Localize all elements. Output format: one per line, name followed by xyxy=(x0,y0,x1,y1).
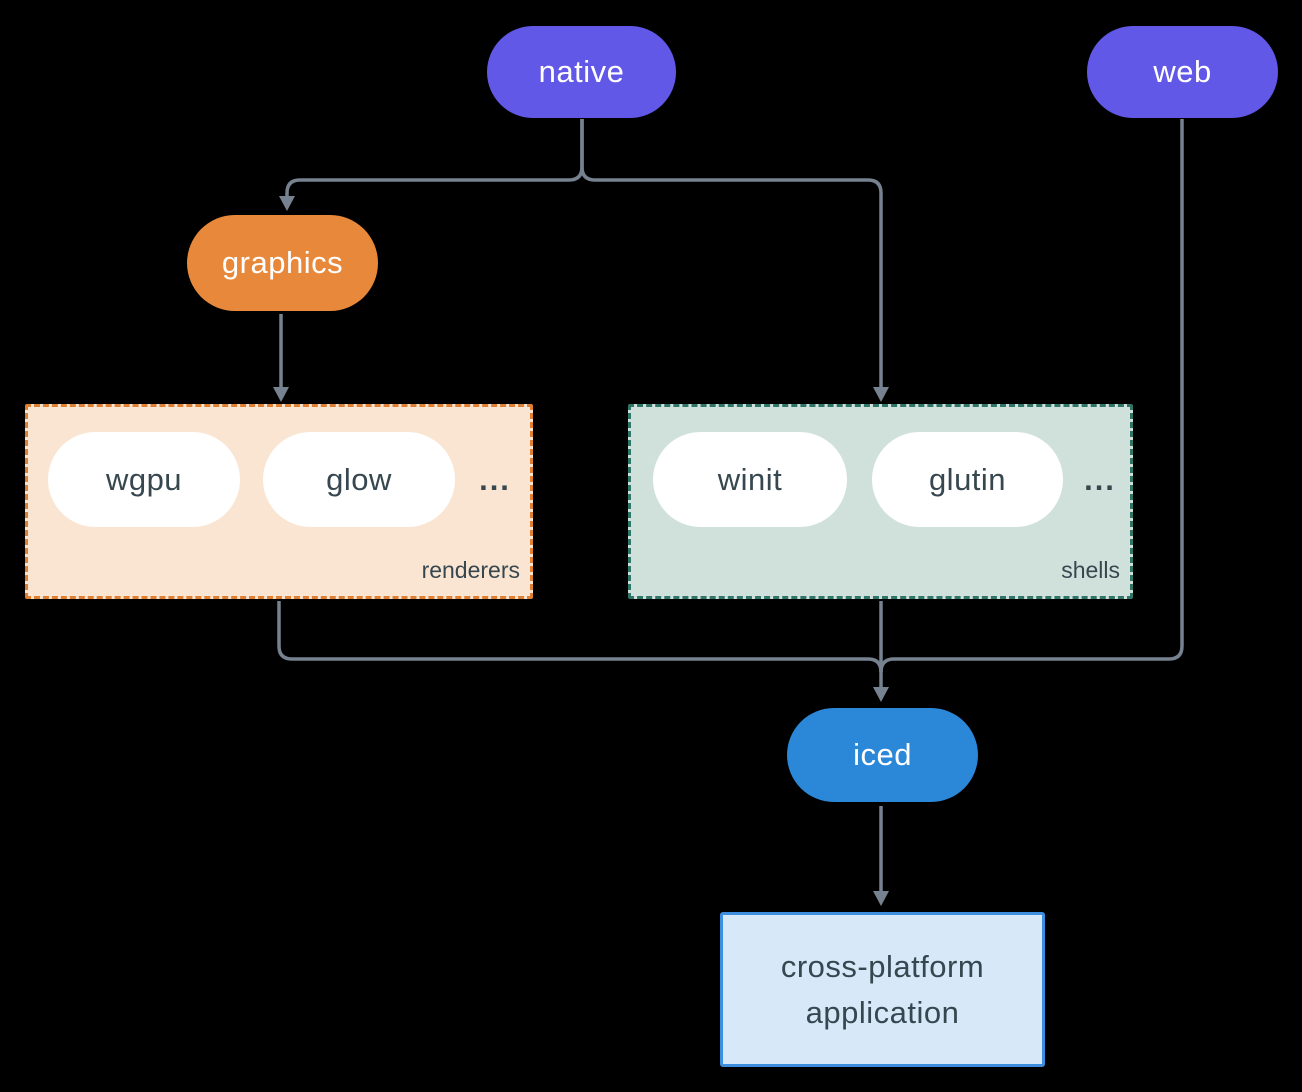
node-native[interactable]: native xyxy=(487,26,676,118)
edge-renderers-iced xyxy=(277,601,883,673)
edge-native-graphics xyxy=(285,119,584,197)
arrowhead-renderers xyxy=(273,387,289,402)
application-label-line2: application xyxy=(805,994,960,1030)
renderers-group-label: renderers xyxy=(421,557,520,583)
node-glutin-label: glutin xyxy=(928,461,1007,497)
node-wgpu[interactable]: wgpu xyxy=(48,432,240,527)
node-wgpu-label: wgpu xyxy=(105,461,183,497)
node-native-label: native xyxy=(538,54,625,89)
node-glow[interactable]: glow xyxy=(263,432,455,527)
node-iced-label: iced xyxy=(853,737,912,772)
renderers-ellipsis: ... xyxy=(479,461,511,497)
arrowhead-shells xyxy=(873,387,889,402)
group-shells: winit glutin ... shells xyxy=(628,404,1133,599)
node-web-label: web xyxy=(1153,54,1212,89)
node-iced[interactable]: iced xyxy=(787,708,978,802)
shells-ellipsis: ... xyxy=(1084,461,1116,497)
node-web[interactable]: web xyxy=(1087,26,1278,118)
group-renderers: wgpu glow ... renderers xyxy=(25,404,533,599)
shells-group-label: shells xyxy=(1061,557,1120,583)
node-graphics-label: graphics xyxy=(221,245,344,280)
arrowhead-application xyxy=(873,891,889,906)
node-winit-label: winit xyxy=(717,461,783,497)
node-graphics[interactable]: graphics xyxy=(187,215,378,311)
node-winit[interactable]: winit xyxy=(653,432,847,527)
application-label-line1: cross-platform xyxy=(780,948,985,984)
node-glutin[interactable]: glutin xyxy=(872,432,1063,527)
arrowhead-graphics xyxy=(279,196,295,211)
node-cross-platform-application[interactable]: cross-platform application xyxy=(720,912,1045,1067)
arrowhead-iced xyxy=(873,687,889,702)
edge-native-shells xyxy=(580,119,883,388)
node-glow-label: glow xyxy=(326,461,392,497)
